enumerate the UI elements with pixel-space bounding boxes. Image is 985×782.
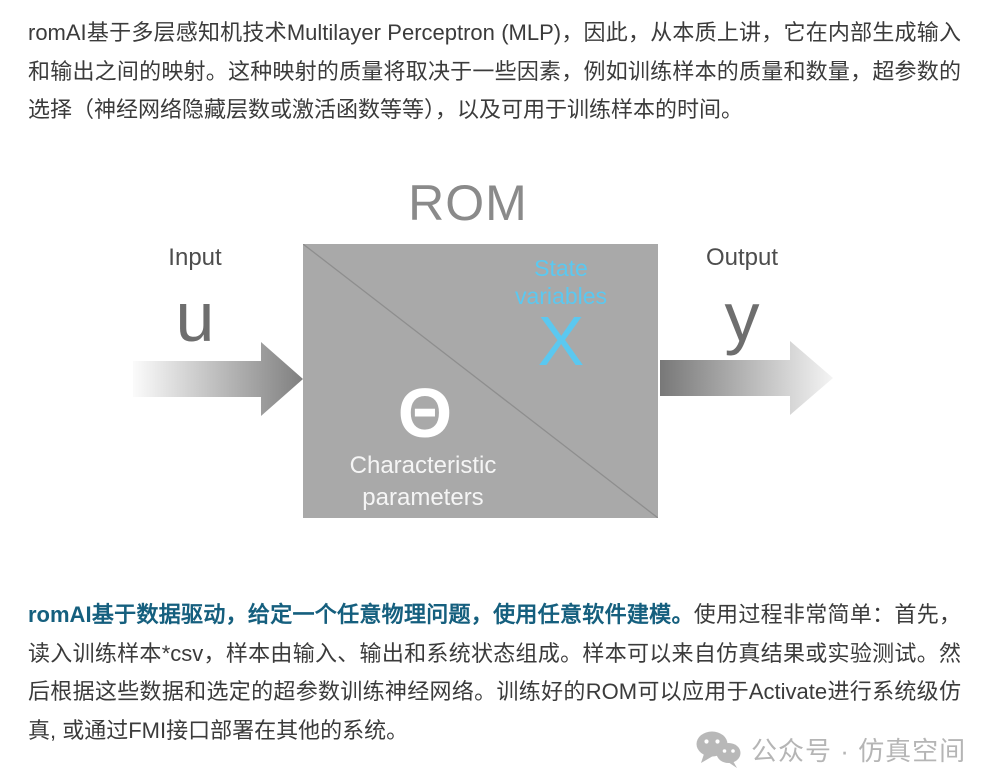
watermark-text: 公众号 · 仿真空间 [751, 735, 967, 766]
rom-diagram: ROM Input u State variables X Θ Characte… [0, 160, 985, 580]
body-paragraph: romAI基于数据驱动，给定一个任意物理问题，使用任意软件建模。使用过程非常简单… [28, 596, 961, 750]
output-label: Output [705, 244, 779, 271]
input-symbol: u [175, 278, 215, 356]
input-arrow-icon [133, 342, 303, 416]
output-arrow-icon [660, 341, 833, 415]
rom-box: State variables X Θ Characteristic param… [303, 244, 658, 518]
emphasis-sentence: romAI基于数据驱动，给定一个任意物理问题，使用任意软件建模。 [28, 602, 694, 627]
input-label: Input [168, 244, 222, 271]
body-sentence: 使用过程非常简单：首先，读入训练样本*csv，样本由输入、输出和系统状态组成。样… [28, 602, 961, 743]
intro-paragraph: romAI基于多层感知机技术Multilayer Perceptron (MLP… [28, 20, 961, 122]
theta-symbol: Θ [397, 374, 453, 452]
diagonal-divider-line [303, 244, 658, 518]
state-variables-label: State variables [514, 255, 608, 309]
characteristic-parameters-label: Characteristic parameters [349, 452, 497, 511]
state-variables-symbol: X [537, 302, 585, 380]
diagram-title: ROM [408, 175, 528, 231]
watermark: 公众号 · 仿真空间 [695, 728, 966, 770]
output-symbol: y [724, 278, 760, 356]
wechat-icon [696, 731, 741, 768]
